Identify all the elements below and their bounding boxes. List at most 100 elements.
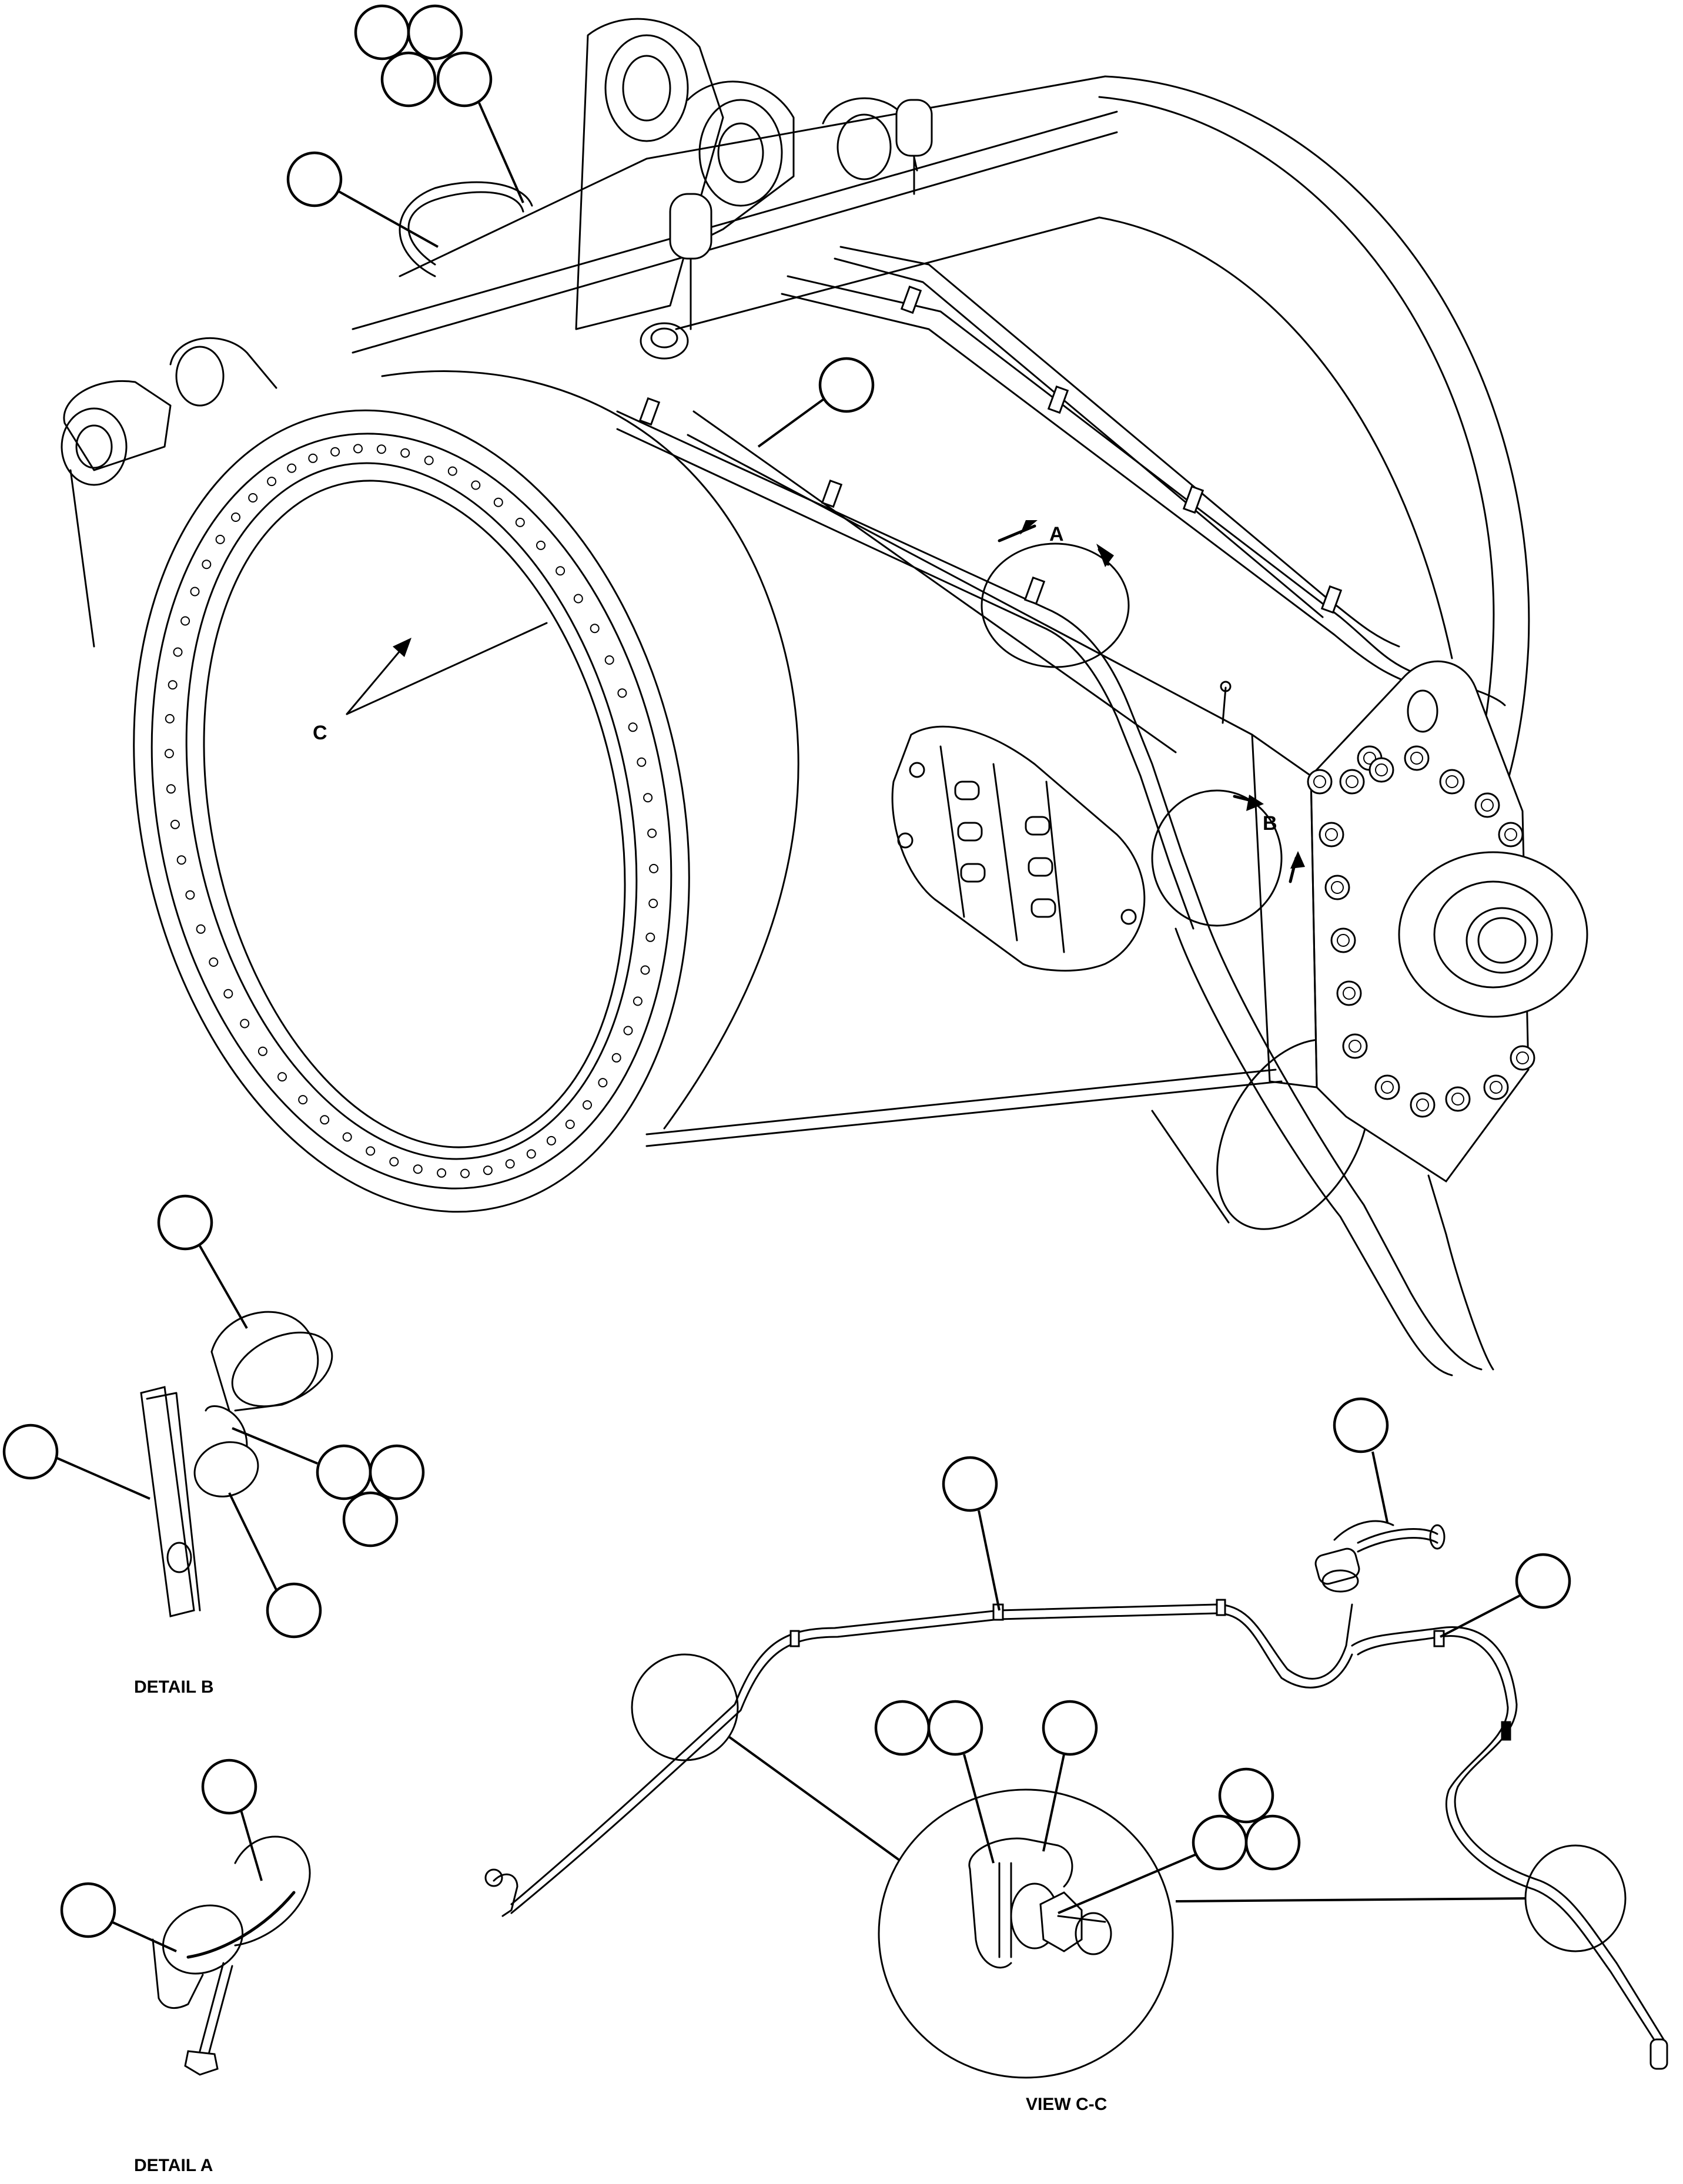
- housing-bolt: [1510, 1045, 1535, 1071]
- flange-bolt-hole: [611, 1053, 621, 1063]
- callout-balloon: [380, 51, 437, 108]
- housing-bolt: [1439, 769, 1465, 795]
- flange-bolt-hole: [515, 517, 525, 527]
- housing-bolt: [1474, 792, 1500, 818]
- housing-bolt-head: [1363, 752, 1376, 765]
- flange-bolt-hole: [320, 1115, 330, 1125]
- flange-bolt-hole: [424, 455, 434, 465]
- flange-bolt-hole: [248, 493, 258, 503]
- housing-bolt: [1336, 980, 1362, 1006]
- detail-marker-a: A: [1049, 523, 1064, 545]
- flange-bolt-hole: [648, 899, 658, 909]
- flange-bolt-hole: [643, 793, 653, 803]
- housing-bolt: [1319, 822, 1344, 848]
- main-assembly: [61, 18, 1588, 1376]
- flange-bolt-hole: [623, 1026, 633, 1036]
- housing-bolt-head: [1410, 752, 1423, 765]
- section-letter-c: C: [313, 722, 327, 744]
- housing-bolt-head: [1451, 1093, 1464, 1106]
- housing-bolt-head: [1446, 775, 1458, 788]
- housing-bolt: [1404, 745, 1430, 771]
- flange-bolt-hole: [460, 1168, 470, 1178]
- flange-bolt-hole: [168, 680, 178, 690]
- end-housing: [1251, 660, 1588, 1183]
- callout-balloon: [316, 1444, 372, 1500]
- flange-bolt-hole: [437, 1168, 447, 1178]
- flange-bolt-hole: [164, 749, 174, 759]
- flange-bolt-hole: [196, 924, 206, 934]
- flange-bolt-hole: [617, 688, 627, 698]
- housing-bolt-head: [1381, 1081, 1394, 1094]
- callout-balloon: [369, 1444, 425, 1500]
- flange-bolt-hole: [287, 463, 297, 473]
- flange-bolt-hole: [173, 647, 183, 657]
- callout-balloon: [1042, 1700, 1098, 1756]
- detail-b-callout-circle: [1151, 789, 1283, 927]
- hose-routing: [399, 181, 1506, 1376]
- flange-bolt-hole: [376, 444, 386, 454]
- flange-bolt-hole: [308, 453, 318, 463]
- housing-bolt-head: [1337, 934, 1350, 947]
- access-cover: [891, 725, 1146, 972]
- callout-balloons: [2, 4, 1571, 1952]
- housing-bolt-head: [1343, 987, 1356, 1000]
- view-c-drawing: [484, 1520, 1668, 2079]
- flange-bolt-hole: [190, 587, 200, 597]
- flange-bolt-hole: [185, 890, 195, 900]
- flange-bolt-hole: [645, 932, 655, 942]
- flange-bolt-hole: [389, 1157, 399, 1167]
- callout-balloon: [1192, 1814, 1248, 1871]
- flange-bolt-hole: [353, 444, 363, 454]
- housing-bolt-head: [1375, 763, 1388, 776]
- flange-bolt-hole: [330, 447, 340, 457]
- flange-bolt-hole: [536, 540, 546, 550]
- callout-balloon: [266, 1582, 322, 1639]
- flange-bolt-hole: [483, 1165, 493, 1175]
- detail-b-drawing: [140, 1311, 333, 1617]
- callout-balloon: [354, 4, 410, 61]
- housing-bolt-head: [1325, 828, 1338, 841]
- flange-bolt-hole: [342, 1132, 352, 1142]
- flange-bolt-hole: [583, 1100, 592, 1110]
- detail-a-drawing: [152, 1835, 311, 2076]
- housing-bolt-head: [1504, 828, 1517, 841]
- housing-bolt: [1342, 1033, 1368, 1059]
- callout-balloon: [286, 151, 343, 207]
- flange-bolt-hole: [633, 996, 643, 1006]
- view-c-caption: VIEW C-C: [1026, 2095, 1107, 2114]
- detail-a-callout-circle: [981, 542, 1130, 668]
- callout-balloon: [942, 1456, 998, 1512]
- flange-bolt-hole: [166, 784, 176, 794]
- housing-bolt-head: [1481, 799, 1494, 812]
- flange-bolt-hole: [298, 1095, 308, 1105]
- flange-bolt-hole: [640, 965, 650, 975]
- callout-balloon: [1515, 1553, 1571, 1609]
- housing-bolt: [1330, 927, 1356, 953]
- flange-bolt-hole: [257, 1046, 267, 1056]
- flange-bolt-hole: [526, 1149, 536, 1159]
- flange-bolt-hole: [505, 1159, 515, 1169]
- housing-bolt-head: [1490, 1081, 1503, 1094]
- callout-balloon: [407, 4, 463, 61]
- flange-bolt-hole: [209, 957, 219, 967]
- clip-detail: [968, 1837, 1112, 1969]
- callout-balloon: [201, 1758, 257, 1815]
- callout-balloon: [60, 1882, 116, 1938]
- flange-bolt-hole: [573, 594, 583, 604]
- housing-bolt-head: [1349, 1040, 1361, 1053]
- flange-bolt-hole: [240, 1019, 250, 1029]
- housing-bolt-head: [1313, 775, 1326, 788]
- flange-bolt-hole: [647, 828, 657, 838]
- detail-b-caption: DETAIL B: [134, 1677, 214, 1697]
- callout-balloon: [1244, 1814, 1301, 1871]
- housing-bolt: [1369, 757, 1394, 783]
- callout-balloon: [1218, 1767, 1274, 1824]
- housing-bolt: [1445, 1086, 1471, 1112]
- flange-bolt-hole: [565, 1120, 575, 1129]
- flange-bolt-hole: [170, 819, 180, 829]
- flange-bolt-hole: [546, 1135, 556, 1145]
- callout-balloon: [927, 1700, 983, 1756]
- housing-bolt-head: [1331, 881, 1344, 894]
